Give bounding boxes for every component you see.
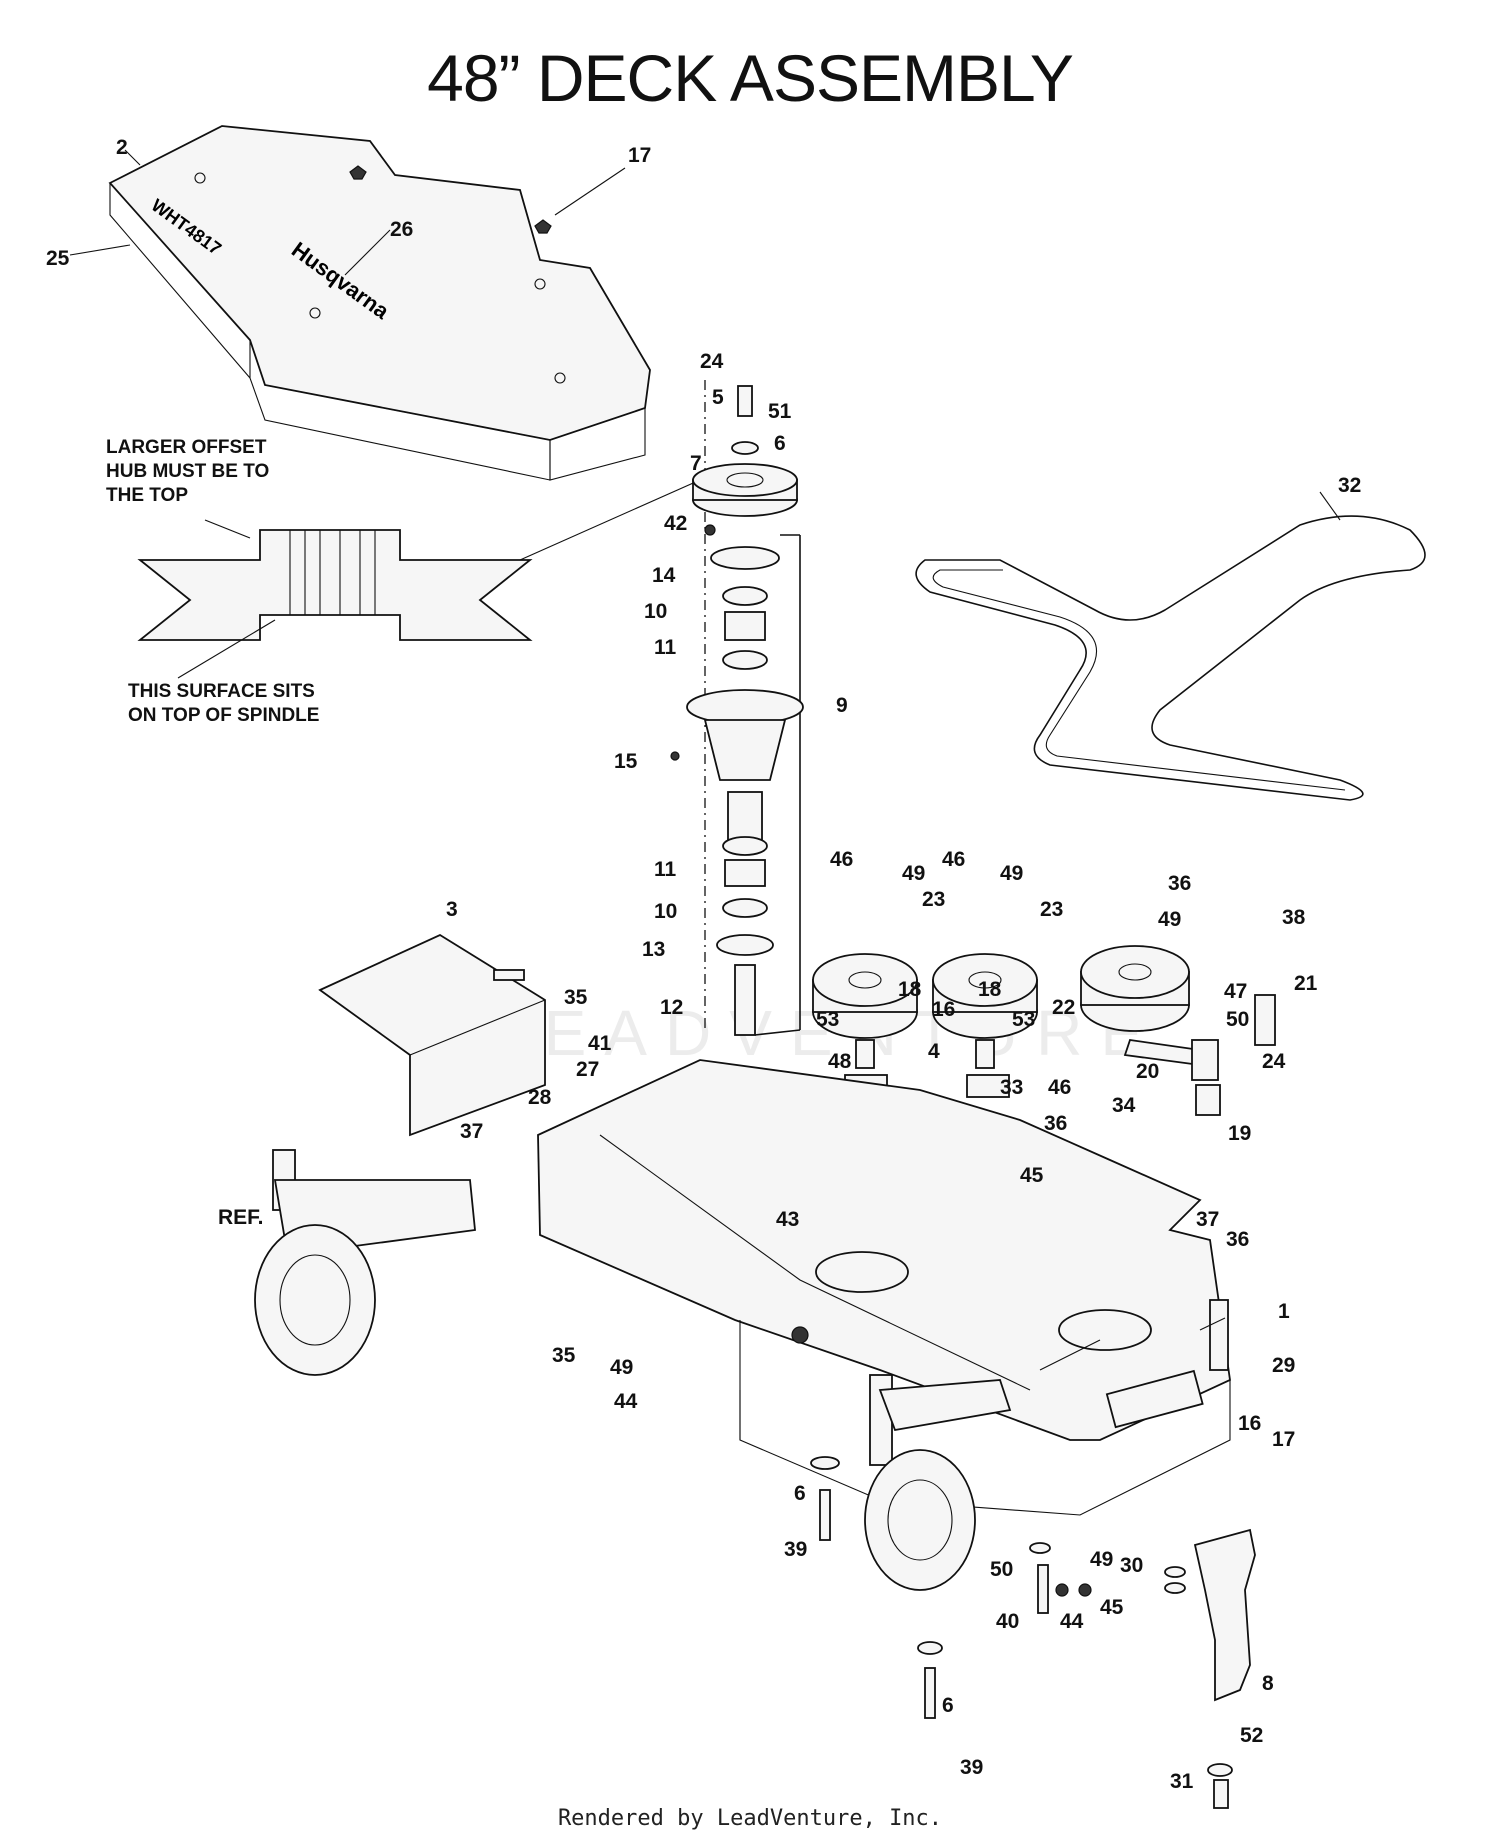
- callout-50: 50: [1226, 1008, 1249, 1031]
- callout-29: 29: [1272, 1354, 1295, 1377]
- callout-49d: 49: [610, 1356, 633, 1379]
- hub-detail: [137, 479, 701, 679]
- callout-11: 11: [654, 636, 677, 659]
- callout-50b: 50: [990, 1558, 1013, 1581]
- mower-deck: [537, 1059, 1231, 1516]
- callout-8: 8: [1262, 1672, 1274, 1695]
- callout-20: 20: [1136, 1060, 1159, 1083]
- callout-48: 48: [828, 1050, 852, 1073]
- callout-19: 19: [1228, 1122, 1251, 1145]
- callout-36b: 36: [1044, 1112, 1067, 1135]
- callout-15: 15: [614, 750, 638, 773]
- callout-49b: 49: [1000, 862, 1023, 885]
- callout-49c: 49: [1158, 908, 1181, 931]
- callout-6b: 6: [794, 1482, 806, 1505]
- spindle-stack: [670, 380, 804, 1036]
- callout-30: 30: [1120, 1554, 1143, 1577]
- callout-6: 6: [774, 432, 786, 455]
- callout-39b: 39: [960, 1756, 983, 1779]
- callout-52: 52: [1240, 1724, 1263, 1747]
- callout-21: 21: [1294, 972, 1318, 995]
- callout-40: 40: [996, 1610, 1019, 1633]
- callout-13: 13: [642, 938, 665, 961]
- callout-25: 25: [46, 247, 70, 270]
- callout-5: 5: [712, 386, 724, 409]
- callout-22: 22: [1052, 996, 1075, 1019]
- callout-26: 26: [390, 218, 413, 241]
- callout-24: 24: [700, 350, 724, 373]
- callout-2: 2: [116, 136, 128, 159]
- callout-28: 28: [528, 1086, 552, 1109]
- callout-11b: 11: [654, 858, 677, 881]
- callout-53: 53: [816, 1008, 839, 1031]
- callout-38: 38: [1282, 906, 1306, 929]
- callout-33: 33: [1000, 1076, 1023, 1099]
- callout-45: 45: [1020, 1164, 1044, 1187]
- page-title: 48” DECK ASSEMBLY: [427, 41, 1074, 115]
- callout-3: 3: [446, 898, 458, 921]
- callout-37b: 37: [1196, 1208, 1219, 1231]
- callout-35: 35: [564, 986, 588, 1009]
- caster-wheels: [254, 1149, 1012, 1591]
- note-spindle-surface: THIS SURFACE SITS ON TOP OF SPINDLE: [128, 681, 320, 726]
- callout-14: 14: [652, 564, 676, 587]
- callout-43: 43: [776, 1208, 799, 1231]
- callout-44b: 44: [1060, 1610, 1084, 1633]
- callout-23: 23: [922, 888, 945, 911]
- callout-46c: 46: [1048, 1076, 1071, 1099]
- callout-18: 18: [898, 978, 922, 1001]
- callout-12: 12: [660, 996, 683, 1019]
- callout-32: 32: [1338, 474, 1361, 497]
- idler-pulleys: [812, 945, 1276, 1116]
- callout-45b: 45: [1100, 1596, 1124, 1619]
- belt: [915, 515, 1426, 801]
- blade-and-hardware: [810, 1456, 1256, 1809]
- callout-49e: 49: [1090, 1548, 1113, 1571]
- callout-labels: 2 17 25 26 24 5 51 6 7 42 14 10 11 9 15 …: [46, 136, 1361, 1793]
- callout-27: 27: [576, 1058, 599, 1081]
- callout-46b: 46: [942, 848, 965, 871]
- callout-44: 44: [614, 1390, 638, 1413]
- callout-47: 47: [1224, 980, 1247, 1003]
- callout-24b: 24: [1262, 1050, 1286, 1073]
- callout-4: 4: [928, 1040, 940, 1063]
- callout-53b: 53: [1012, 1008, 1035, 1031]
- callout-51: 51: [768, 400, 792, 423]
- callout-35b: 35: [552, 1344, 576, 1367]
- callout-39: 39: [784, 1538, 807, 1561]
- callout-36c: 36: [1226, 1228, 1249, 1251]
- callout-49: 49: [902, 862, 925, 885]
- callout-9: 9: [836, 694, 848, 717]
- callout-10: 10: [644, 600, 667, 623]
- leader-lines: [69, 149, 1341, 1371]
- callout-18b: 18: [978, 978, 1002, 1001]
- callout-36: 36: [1168, 872, 1191, 895]
- callout-42: 42: [664, 512, 687, 535]
- callout-17b: 17: [1272, 1428, 1295, 1451]
- callout-1: 1: [1278, 1300, 1290, 1323]
- callout-41: 41: [588, 1032, 612, 1055]
- callout-17: 17: [628, 144, 651, 167]
- callout-6c: 6: [942, 1694, 954, 1717]
- callout-46: 46: [830, 848, 853, 871]
- deck-cover: WHT4817 Husqvarna: [108, 125, 651, 481]
- callout-37: 37: [460, 1120, 483, 1143]
- callout-23b: 23: [1040, 898, 1063, 921]
- callout-ref: REF.: [218, 1206, 264, 1229]
- callout-16b: 16: [1238, 1412, 1261, 1435]
- discharge-chute: [318, 933, 546, 1137]
- note-offset-hub: LARGER OFFSET HUB MUST BE TO THE TOP: [106, 437, 270, 506]
- callout-10b: 10: [654, 900, 677, 923]
- callout-31: 31: [1170, 1770, 1194, 1793]
- footer-credit: Rendered by LeadVenture, Inc.: [557, 1806, 943, 1831]
- callout-16: 16: [932, 998, 955, 1021]
- callout-7: 7: [690, 452, 702, 475]
- callout-34: 34: [1112, 1094, 1136, 1117]
